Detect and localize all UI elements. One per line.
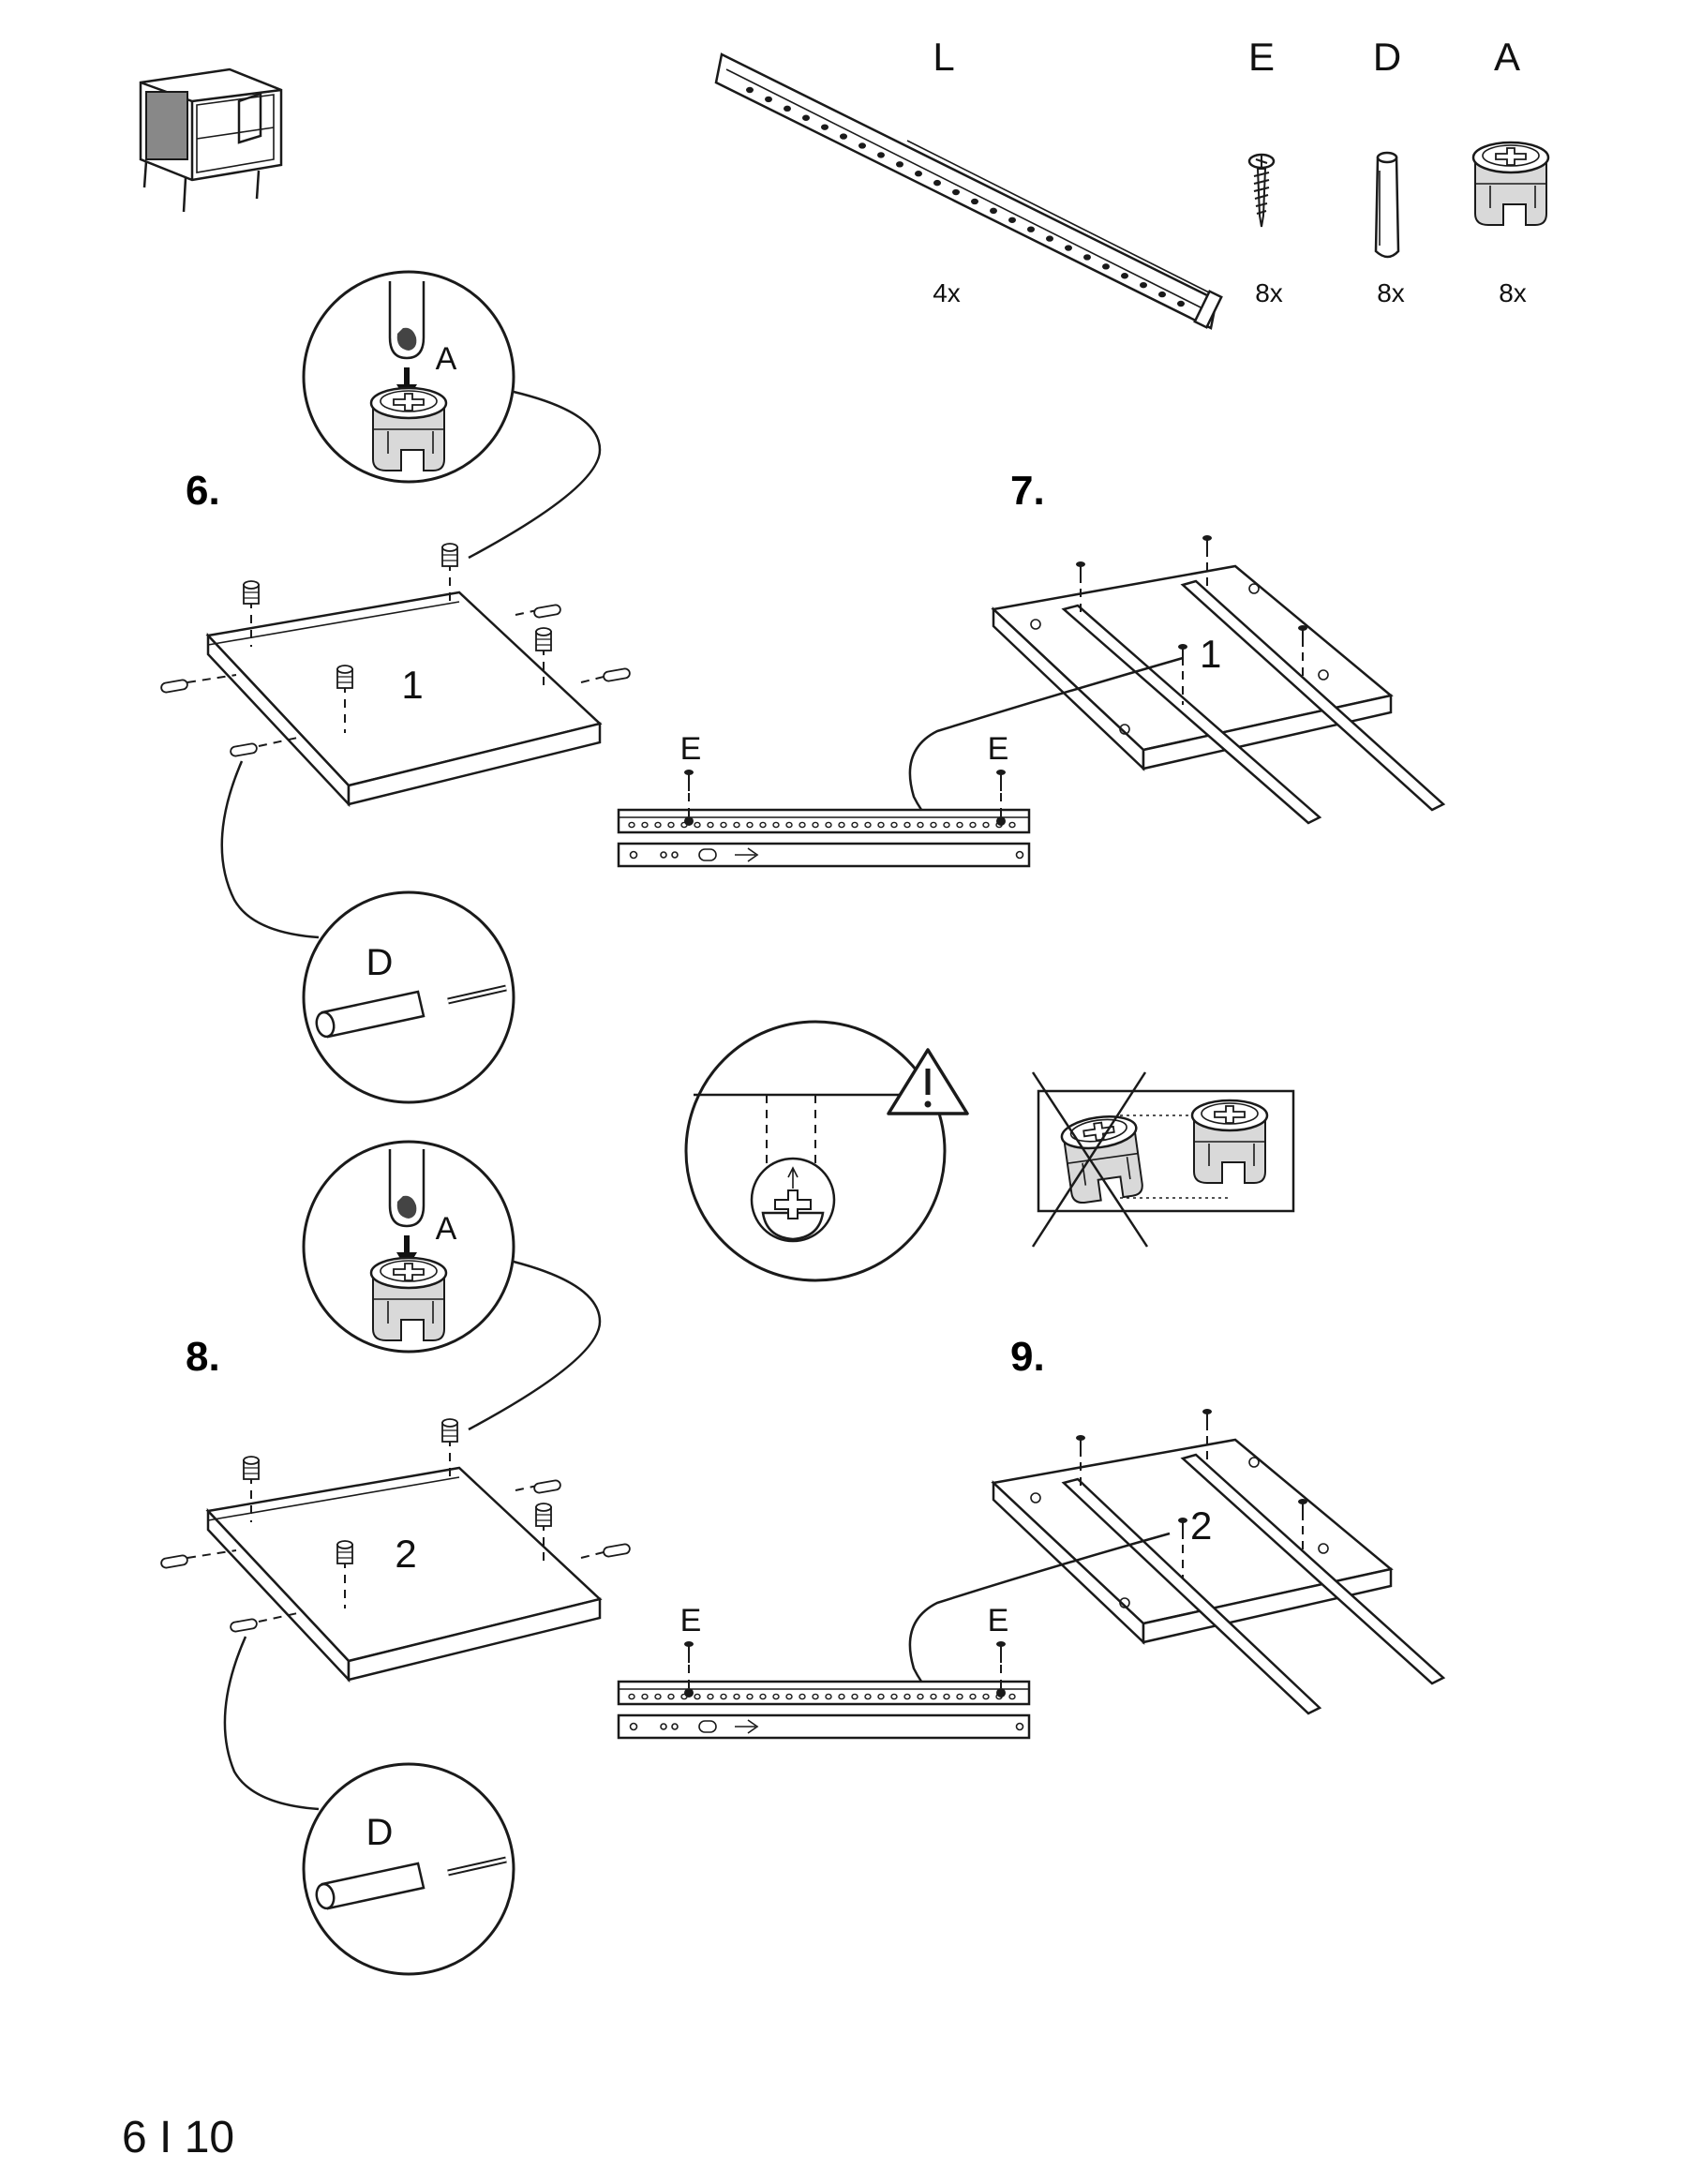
runner-detail — [617, 1640, 1031, 1740]
cabinet-thumbnail — [139, 67, 283, 213]
step-number: 9. — [1010, 1334, 1045, 1380]
drawer-runner-icon — [714, 52, 1223, 330]
dowel-icon — [315, 984, 507, 1039]
screw-label: E — [988, 731, 1009, 767]
screw-label: E — [988, 1603, 1009, 1638]
part-d: D 8x — [1373, 35, 1405, 307]
warning-zoom — [684, 1020, 969, 1282]
part-letter: E — [1248, 35, 1275, 79]
part-l: L 4x — [714, 35, 1223, 330]
cam-positions — [243, 543, 552, 733]
zoom-label: A — [436, 341, 457, 377]
part-a: A 8x — [1471, 35, 1550, 307]
screw-label: E — [680, 1603, 702, 1638]
zoom-cam-insert: A — [302, 1140, 515, 1354]
screw-label: E — [680, 731, 702, 767]
board-with-runners — [991, 534, 1446, 825]
step-number: 7. — [1010, 468, 1045, 514]
panel-number: 1 — [1200, 632, 1221, 676]
callout-line — [220, 760, 320, 939]
step-number: 8. — [186, 1334, 220, 1380]
dowel-positions — [159, 603, 632, 758]
panel-number: 1 — [401, 663, 423, 707]
panel-number: 2 — [1190, 1503, 1212, 1548]
board-with-runners — [991, 1408, 1446, 1715]
cam-orientation-comparison — [1031, 1071, 1295, 1248]
screw-icon — [1247, 153, 1276, 228]
zoom-cam-insert: A — [302, 270, 515, 484]
board-panel — [205, 1466, 603, 1683]
warning-triangle-icon — [887, 1048, 969, 1115]
dowel-icon — [315, 1856, 507, 1910]
cam-lock-icon — [1471, 141, 1550, 227]
part-count: 8x — [1499, 278, 1527, 307]
zoom-label: A — [436, 1211, 457, 1247]
callout-line — [223, 1636, 320, 1811]
panel-number: 2 — [395, 1532, 416, 1576]
board-panel — [205, 591, 603, 808]
zoom-label: D — [366, 1812, 394, 1853]
dowel-positions — [159, 1478, 632, 1634]
part-count: 8x — [1255, 278, 1283, 307]
cross-out-mark — [1031, 1071, 1149, 1248]
dowel-icon — [1374, 151, 1400, 259]
zoom-dowel: D — [302, 1762, 515, 1976]
part-letter: L — [933, 35, 954, 79]
part-count: 4x — [933, 278, 961, 307]
callout-line — [468, 390, 602, 560]
part-letter: A — [1494, 35, 1520, 79]
zoom-dowel: D — [302, 890, 515, 1104]
step-9: 9. 2 — [617, 1334, 1446, 1740]
cam-positions — [243, 1418, 552, 1608]
step-6: 6. A 1 — [159, 270, 632, 1104]
part-count: 8x — [1377, 278, 1405, 307]
step-number: 6. — [186, 468, 220, 514]
part-e: E 8x — [1247, 35, 1283, 307]
callout-line — [468, 1260, 602, 1431]
runner-detail — [617, 769, 1031, 868]
step-8: 8. A 2 — [159, 1140, 632, 1976]
part-letter: D — [1373, 35, 1401, 79]
page-number: 6 I 10 — [122, 2113, 234, 2162]
zoom-label: D — [366, 942, 394, 983]
step-7: 7. 1 — [617, 468, 1446, 868]
